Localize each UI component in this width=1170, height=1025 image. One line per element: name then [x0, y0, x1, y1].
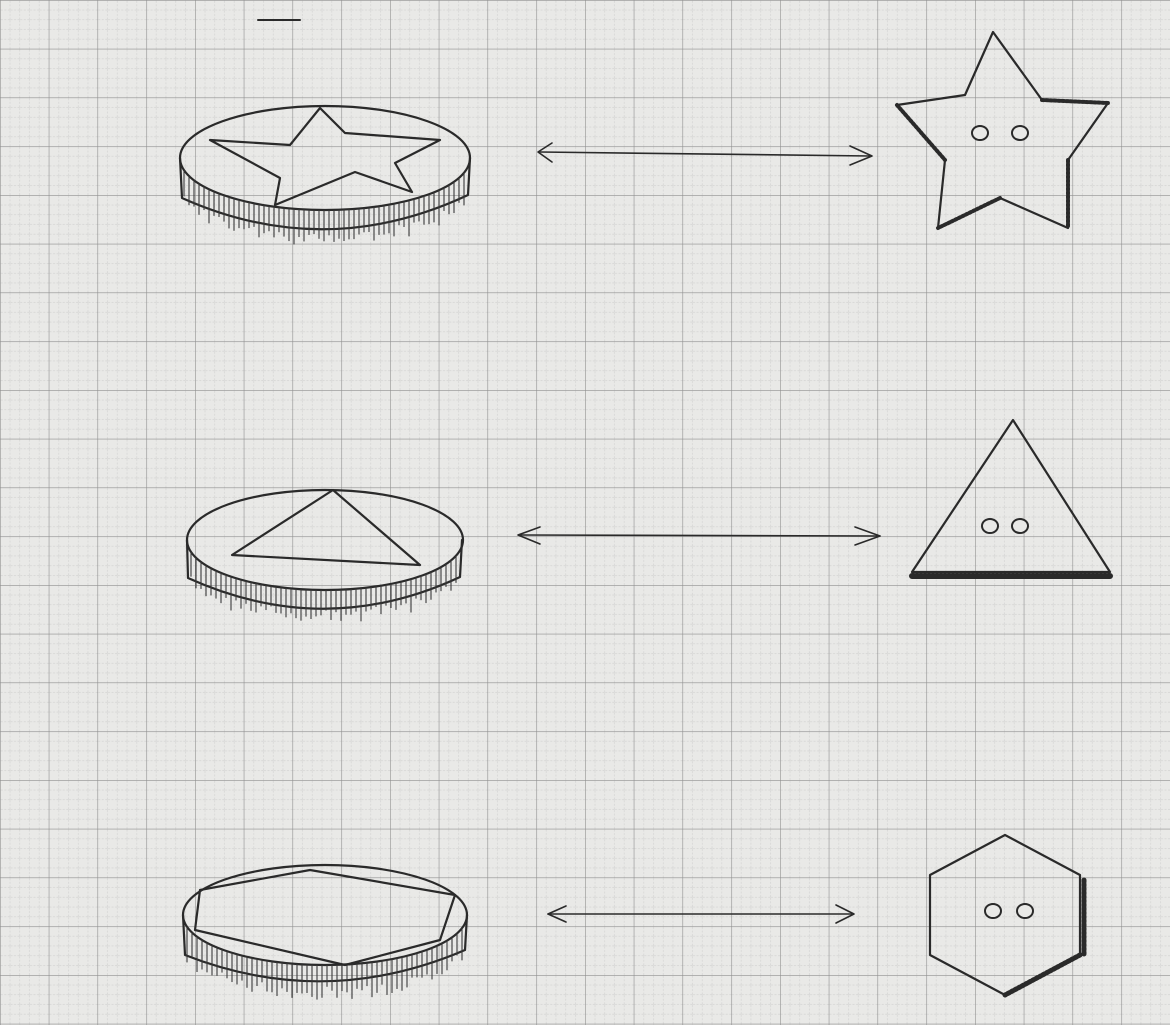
- button-hole: [1012, 519, 1028, 533]
- button-hole: [1017, 904, 1033, 918]
- button-hole: [982, 519, 998, 533]
- button-hole: [1012, 126, 1028, 140]
- button-hole: [972, 126, 988, 140]
- button-hole: [985, 904, 1001, 918]
